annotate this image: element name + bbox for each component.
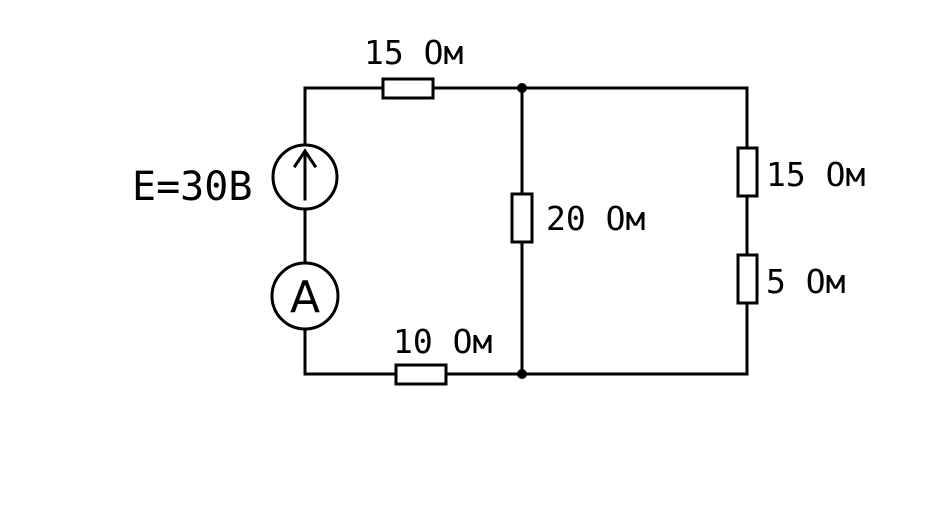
voltage-source-circle bbox=[271, 143, 339, 211]
resistor-bottom-label: 10 Ом bbox=[393, 322, 492, 361]
ammeter-symbol: A bbox=[290, 272, 320, 323]
wire-bottom-left bbox=[303, 327, 398, 376]
resistor-top bbox=[381, 77, 435, 100]
resistor-middle bbox=[510, 192, 534, 244]
voltage-source-label: E=30В bbox=[132, 164, 252, 210]
resistor-right-lower bbox=[736, 253, 759, 305]
wires bbox=[303, 86, 749, 376]
resistor-bottom bbox=[394, 363, 448, 386]
junction-node-bottom bbox=[517, 369, 527, 379]
resistor-right-upper-label: 15 Ом bbox=[766, 155, 865, 194]
resistor-top-label: 15 Ом bbox=[364, 33, 463, 72]
wire-top-left bbox=[303, 86, 385, 147]
up-arrow-icon bbox=[292, 148, 318, 201]
ammeter: A bbox=[270, 261, 340, 331]
resistor-right-lower-label: 5 Ом bbox=[766, 262, 845, 301]
resistor-right-upper bbox=[736, 146, 759, 198]
resistor-middle-label: 20 Ом bbox=[546, 199, 645, 238]
voltage-source bbox=[271, 143, 339, 211]
wire-top-mid bbox=[431, 86, 749, 150]
junction-node-top bbox=[517, 83, 527, 93]
ammeter-circle bbox=[270, 261, 340, 331]
